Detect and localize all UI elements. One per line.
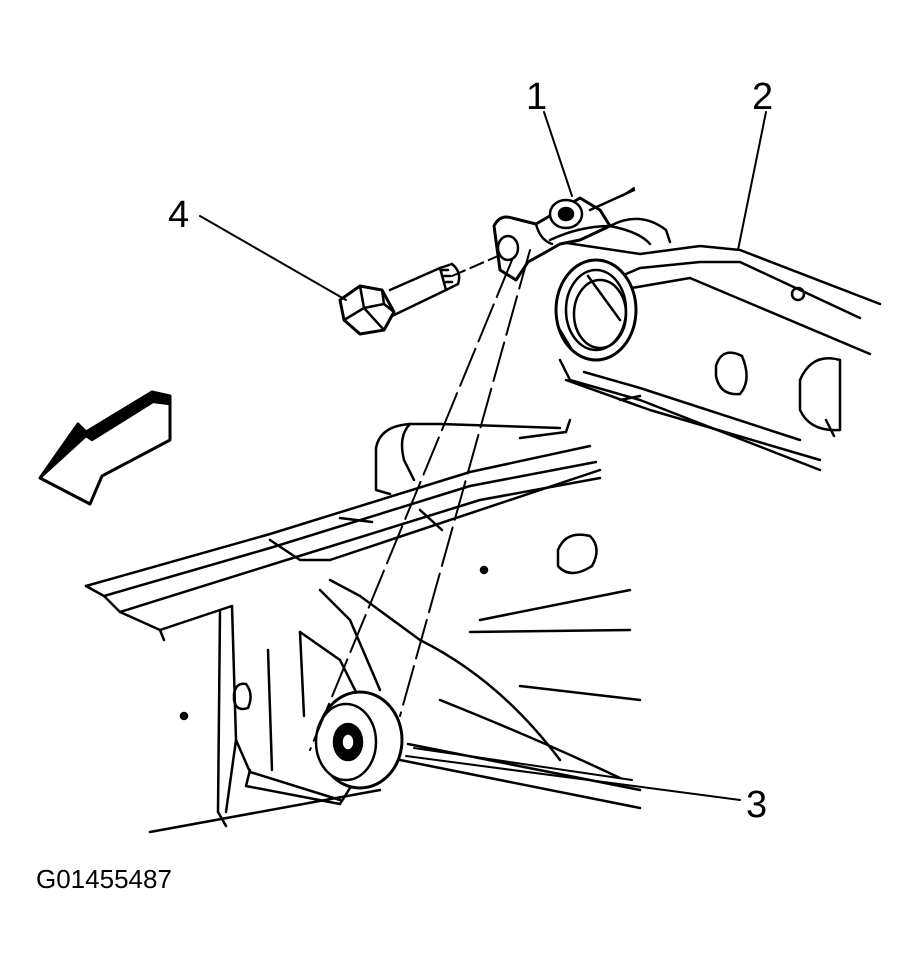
callout-1: 1 xyxy=(526,76,548,118)
leader-line-4 xyxy=(199,215,347,301)
alignment-lines xyxy=(309,187,635,751)
callout-4: 4 xyxy=(168,194,190,236)
leader-line-2 xyxy=(737,111,767,251)
bushing-mount xyxy=(314,690,404,790)
leader-line-3a xyxy=(405,755,741,801)
bolt xyxy=(338,262,461,336)
callout-2: 2 xyxy=(752,76,774,118)
control-arm xyxy=(554,240,882,472)
figure-id: G01455487 xyxy=(36,864,172,894)
mounting-bracket xyxy=(492,188,672,282)
callout-3: 3 xyxy=(746,784,768,826)
frame-crossmember xyxy=(84,418,642,834)
leader-line-3b xyxy=(413,747,633,781)
front-direction-arrow-icon xyxy=(38,390,172,506)
leader-line-1 xyxy=(543,111,573,197)
leader-lines xyxy=(199,111,767,801)
